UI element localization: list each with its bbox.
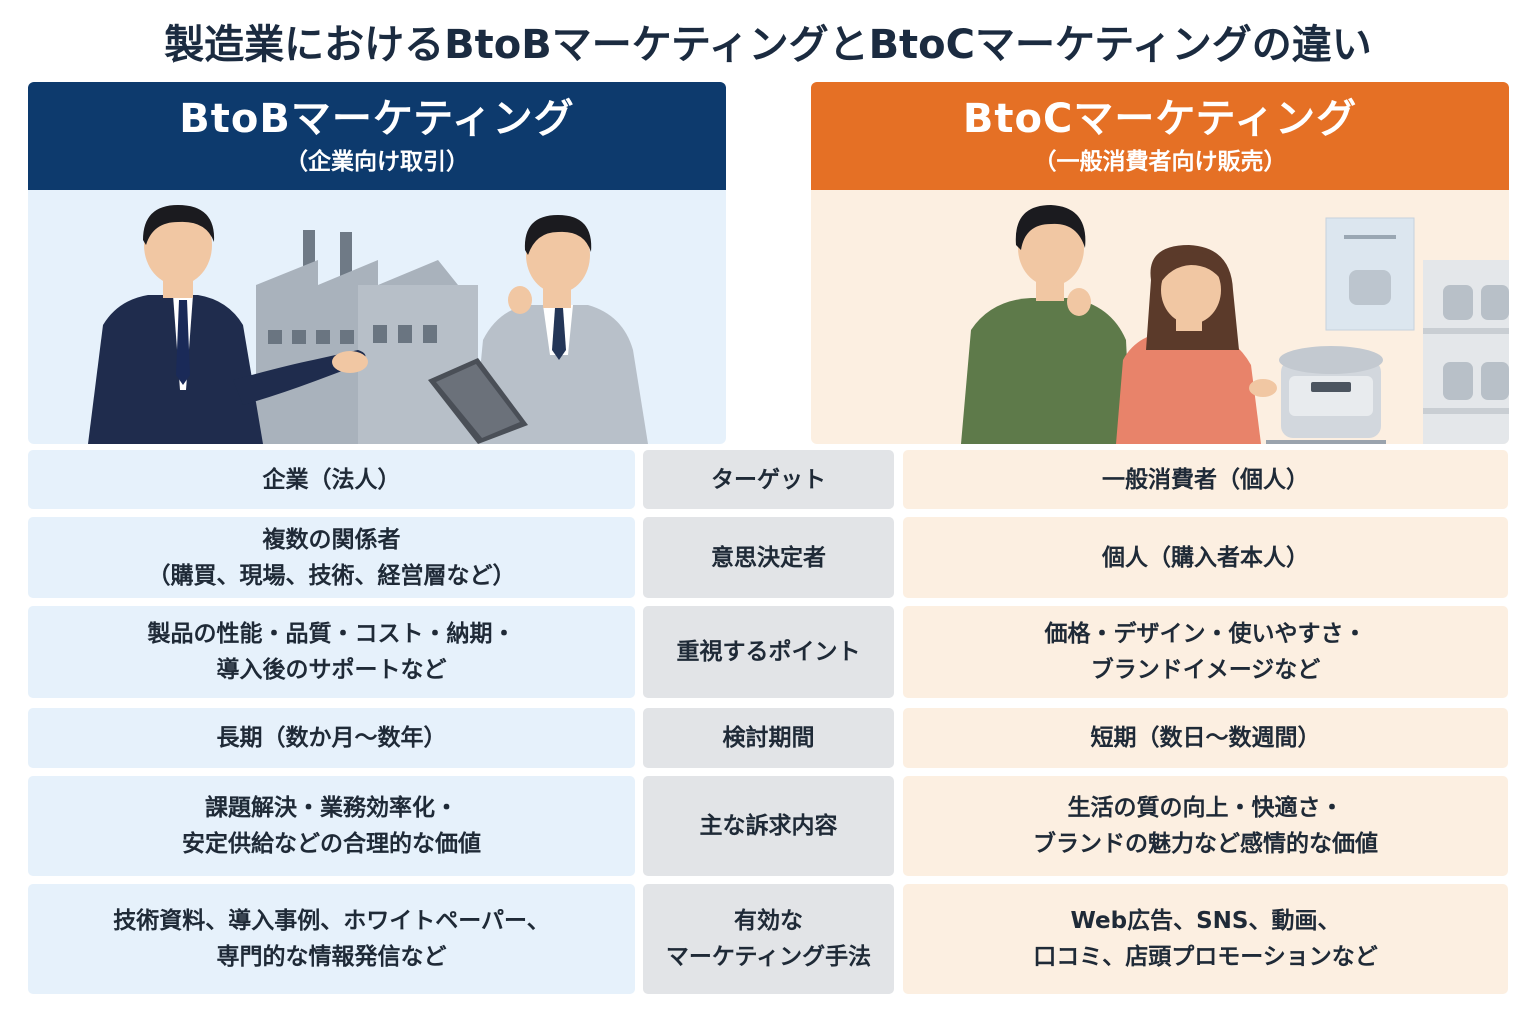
btoc-subtitle: （一般消費者向け販売） — [1033, 149, 1287, 175]
btoc-header: BtoCマーケティング （一般消費者向け販売） — [811, 82, 1509, 190]
btoc-title: BtoCマーケティング — [962, 96, 1358, 142]
btob-illustration — [88, 205, 648, 444]
btob-period: 長期（数か月〜数年） — [28, 708, 635, 768]
btoc-panel: BtoCマーケティング （一般消費者向け販売） — [811, 82, 1509, 444]
man-icon — [961, 205, 1131, 444]
btob-panel: BtoBマーケティング （企業向け取引） — [28, 82, 726, 444]
label-key-points: 重視するポイント — [643, 606, 894, 698]
btoc-key-points: 価格・デザイン・使いやすさ・ ブランドイメージなど — [903, 606, 1508, 698]
btob-subtitle: （企業向け取引） — [285, 149, 469, 175]
poster-icon — [1325, 217, 1415, 331]
label-methods: 有効な マーケティング手法 — [643, 884, 894, 994]
btoc-target: 一般消費者（個人） — [903, 450, 1508, 509]
businessman-icon — [88, 205, 368, 444]
label-decision-maker: 意思決定者 — [643, 517, 894, 598]
btob-key-points: 製品の性能・品質・コスト・納期・ 導入後のサポートなど — [28, 606, 635, 698]
btob-appeal: 課題解決・業務効率化・ 安定供給などの合理的な価値 — [28, 776, 635, 876]
page-title: 製造業におけるBtoBマーケティングとBtoCマーケティングの違い — [164, 22, 1372, 68]
label-target: ターゲット — [643, 450, 894, 509]
btoc-decision-maker: 個人（購入者本人） — [903, 517, 1508, 598]
btob-target: 企業（法人） — [28, 450, 635, 509]
factory-icon — [256, 230, 478, 444]
shelf-icon — [1423, 260, 1509, 444]
btoc-appeal: 生活の質の向上・快適さ・ ブランドの魅力など感情的な価値 — [903, 776, 1508, 876]
woman-icon — [1116, 245, 1277, 444]
worker-icon — [428, 215, 648, 444]
btoc-period: 短期（数日〜数週間） — [903, 708, 1508, 768]
btob-decision-maker: 複数の関係者 （購買、現場、技術、経営層など） — [28, 517, 635, 598]
btob-header: BtoBマーケティング （企業向け取引） — [28, 82, 726, 190]
btoc-methods: Web広告、SNS、動画、 口コミ、店頭プロモーションなど — [903, 884, 1508, 994]
btob-title: BtoBマーケティング — [179, 96, 575, 142]
btob-methods: 技術資料、導入事例、ホワイトペーパー、 専門的な情報発信など — [28, 884, 635, 994]
rice-cooker-icon — [1266, 346, 1386, 444]
label-period: 検討期間 — [643, 708, 894, 768]
btoc-illustration — [961, 205, 1509, 444]
label-appeal: 主な訴求内容 — [643, 776, 894, 876]
